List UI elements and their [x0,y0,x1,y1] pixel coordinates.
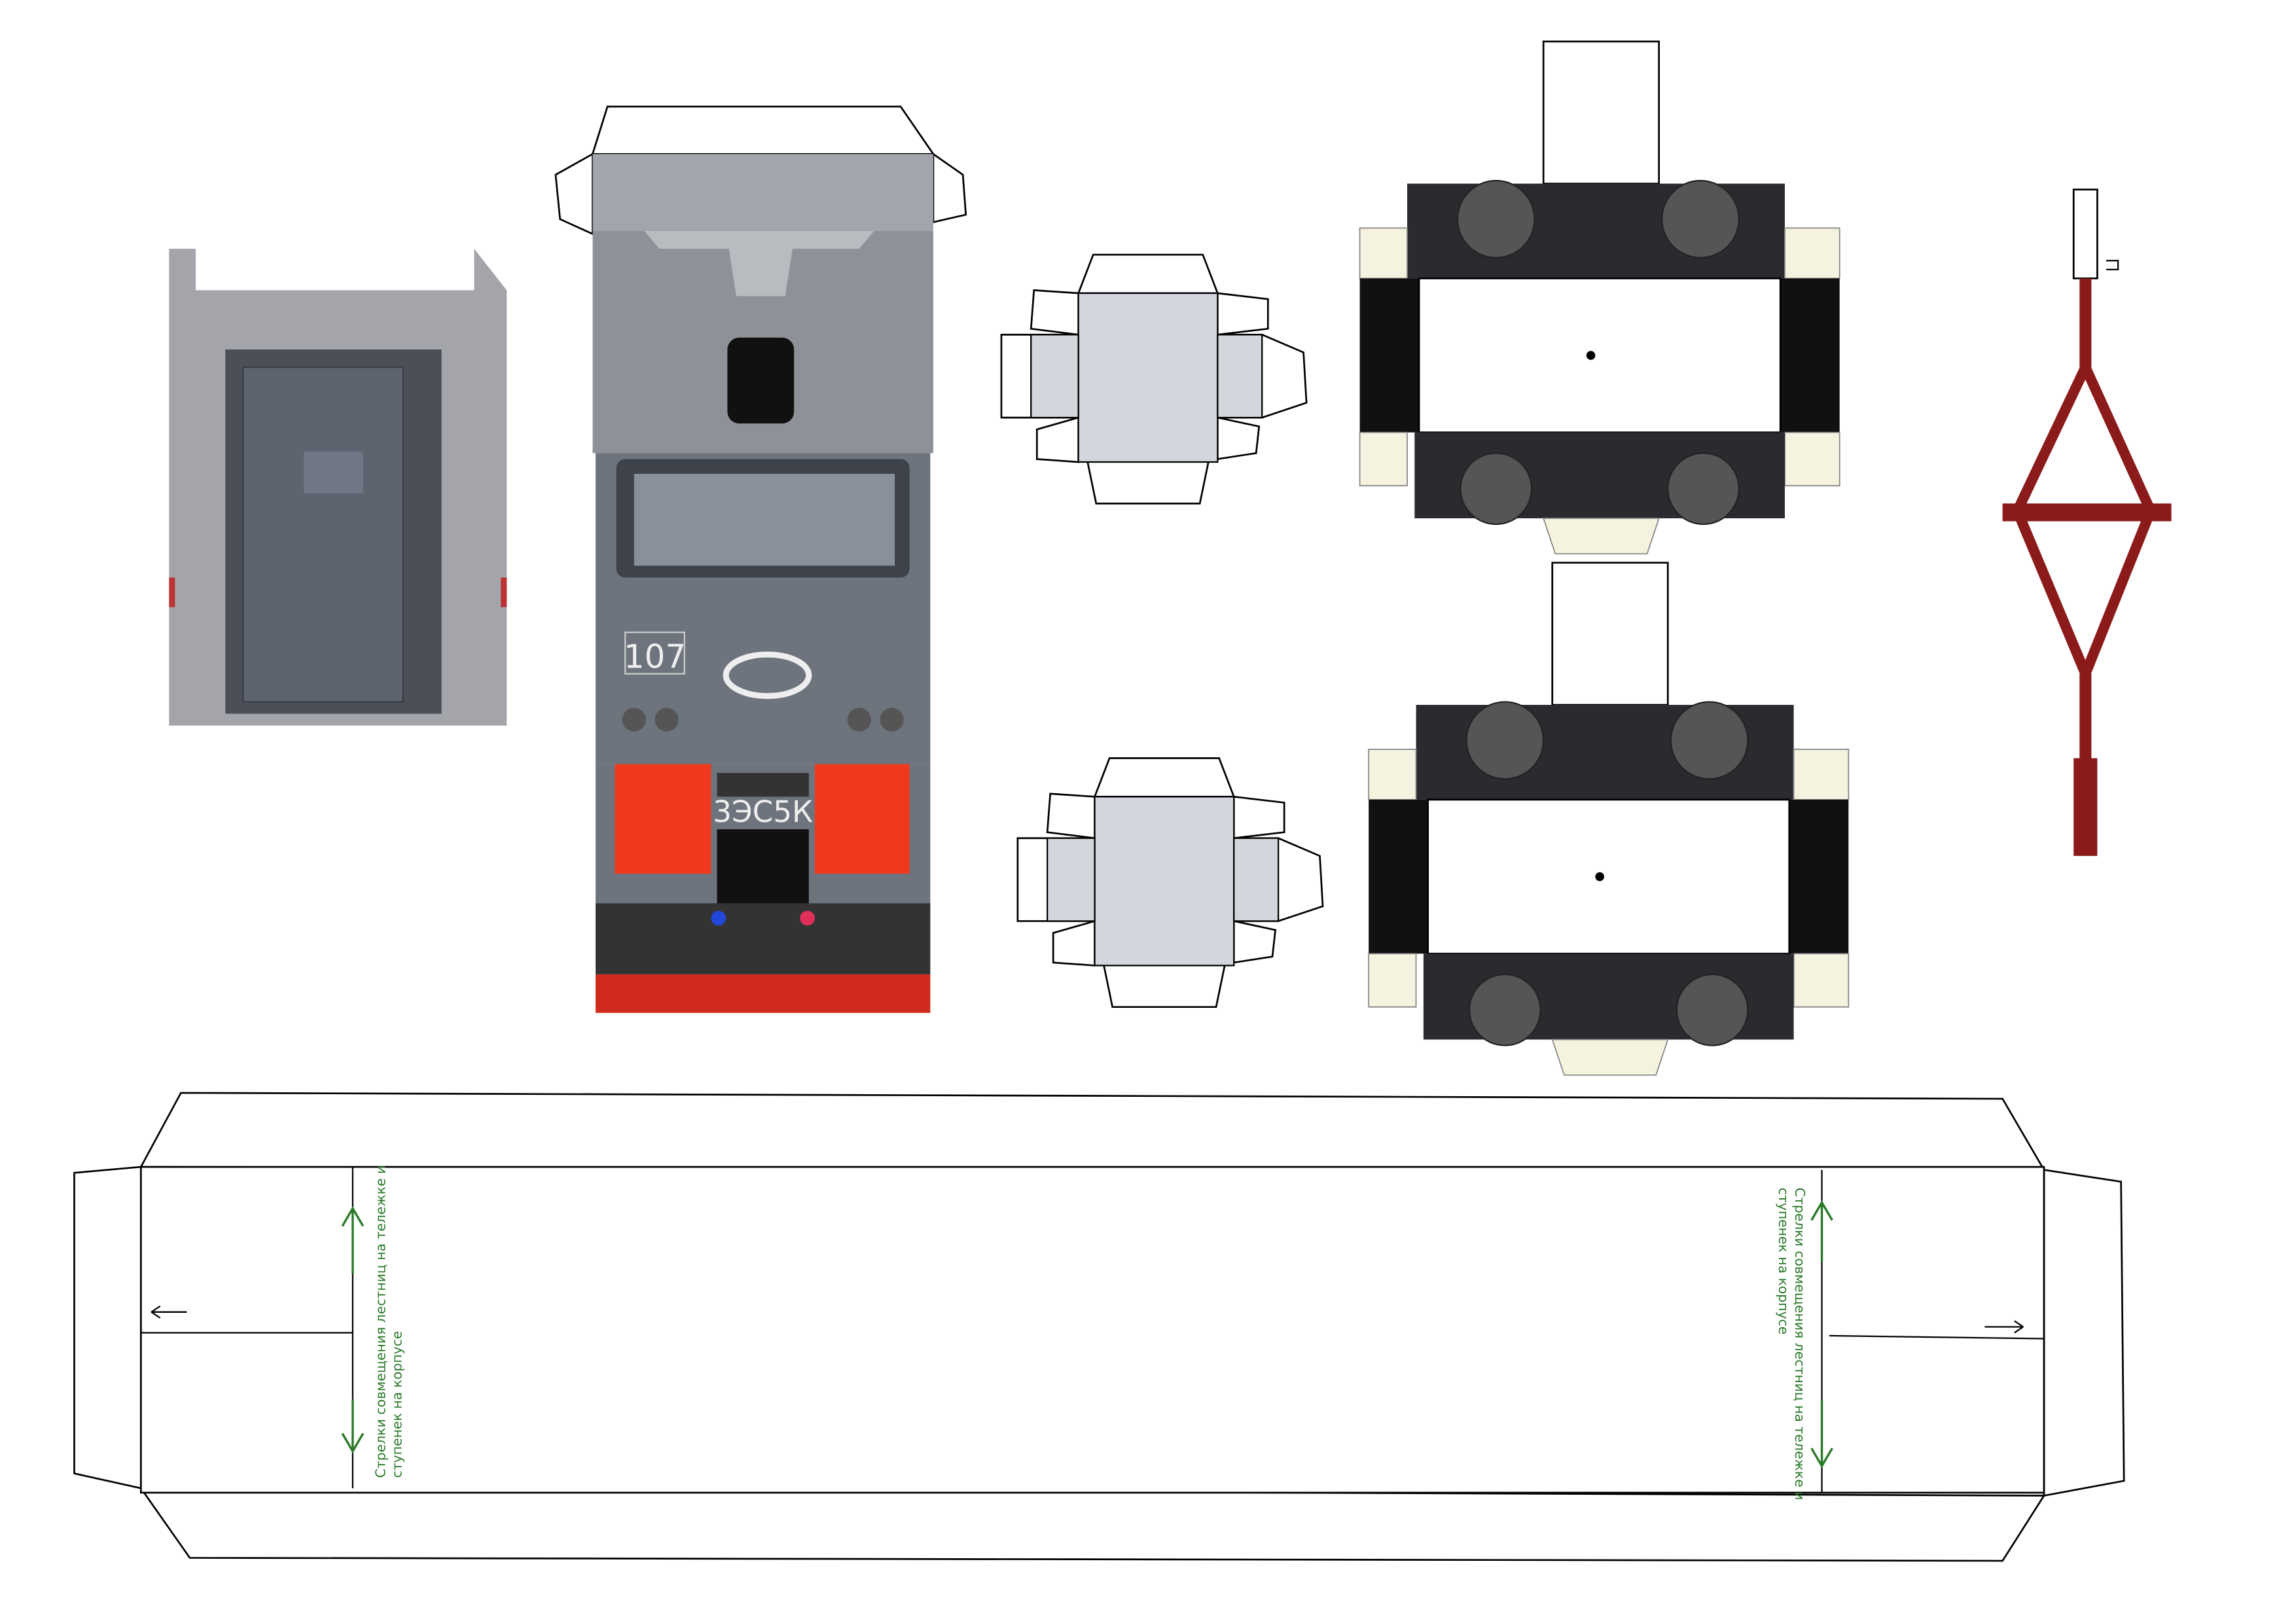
box-net-lower [1016,757,1324,1008]
box-net-upper [1000,253,1308,505]
alignment-note-left-2: ступенек на корпусе [389,1331,405,1478]
cab-number: 107 [624,638,686,676]
body-net: Стрелки совмещения лестниц на тележке и … [73,1092,2125,1562]
cab-front: 107 3ЭС5К [554,105,967,1013]
railway-logo [723,651,812,700]
door-panel [169,249,507,726]
bogie-upper [1359,41,1840,555]
alignment-note-right-2: ступенек на корпусе [1776,1188,1791,1335]
pantograph [2002,188,2172,856]
bogie-lower [1368,562,1850,1076]
alignment-note-left-1: Стрелки совмещения лестниц на тележке и [373,1166,389,1478]
alignment-note-right-1: Стрелки совмещения лестниц на тележке и [1792,1188,1808,1501]
model-plate: 3ЭС5К [713,794,813,829]
